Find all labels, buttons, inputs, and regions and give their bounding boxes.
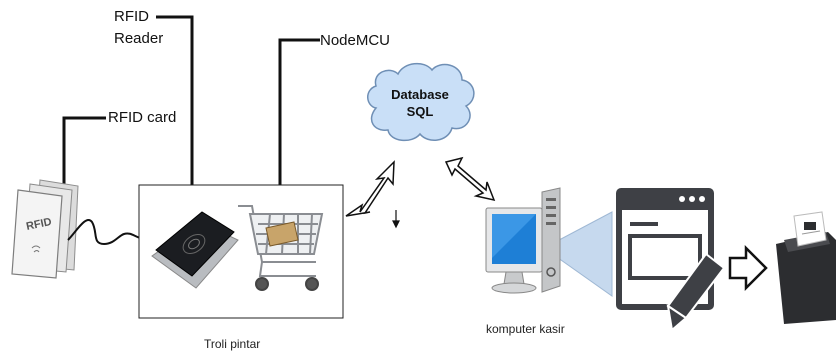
rfid-reader-callout [156, 15, 194, 190]
rfid-reader-label-line1: RFID [114, 8, 149, 25]
database-label-line1: Database [391, 87, 449, 102]
rfid-reader-icon [151, 211, 239, 289]
database-cloud-icon [367, 62, 475, 142]
rfid-reader-label-line2: Reader [114, 30, 164, 47]
nodemcu-callout [278, 38, 320, 200]
small-down-arrow [392, 210, 400, 229]
printer-icon [776, 211, 836, 324]
double-arrow-icon-2 [444, 156, 496, 202]
callout-lines [62, 15, 320, 200]
shopping-cart-icon [238, 205, 324, 291]
card-print-text: RFID [25, 216, 53, 233]
card-wire [67, 219, 141, 246]
komputer-kasir-label: komputer kasir [486, 322, 565, 336]
hollow-arrow-icon [728, 244, 768, 292]
projection-beam [543, 211, 613, 297]
pencil-icon [666, 252, 726, 332]
rfid-reader-label: RFID Reader [114, 8, 163, 48]
database-label: Database SQL [384, 86, 456, 120]
computer-icon [485, 187, 561, 294]
troli-pintar-label: Troli pintar [204, 337, 261, 351]
double-arrow-icon [345, 160, 395, 217]
rfid-card-label: RFID card [108, 109, 177, 126]
database-label-line2: SQL [406, 104, 434, 119]
nodemcu-label: NodeMCU [320, 32, 391, 49]
rfid-card-callout [62, 116, 106, 190]
rfid-card-icon: RFID [11, 179, 79, 279]
